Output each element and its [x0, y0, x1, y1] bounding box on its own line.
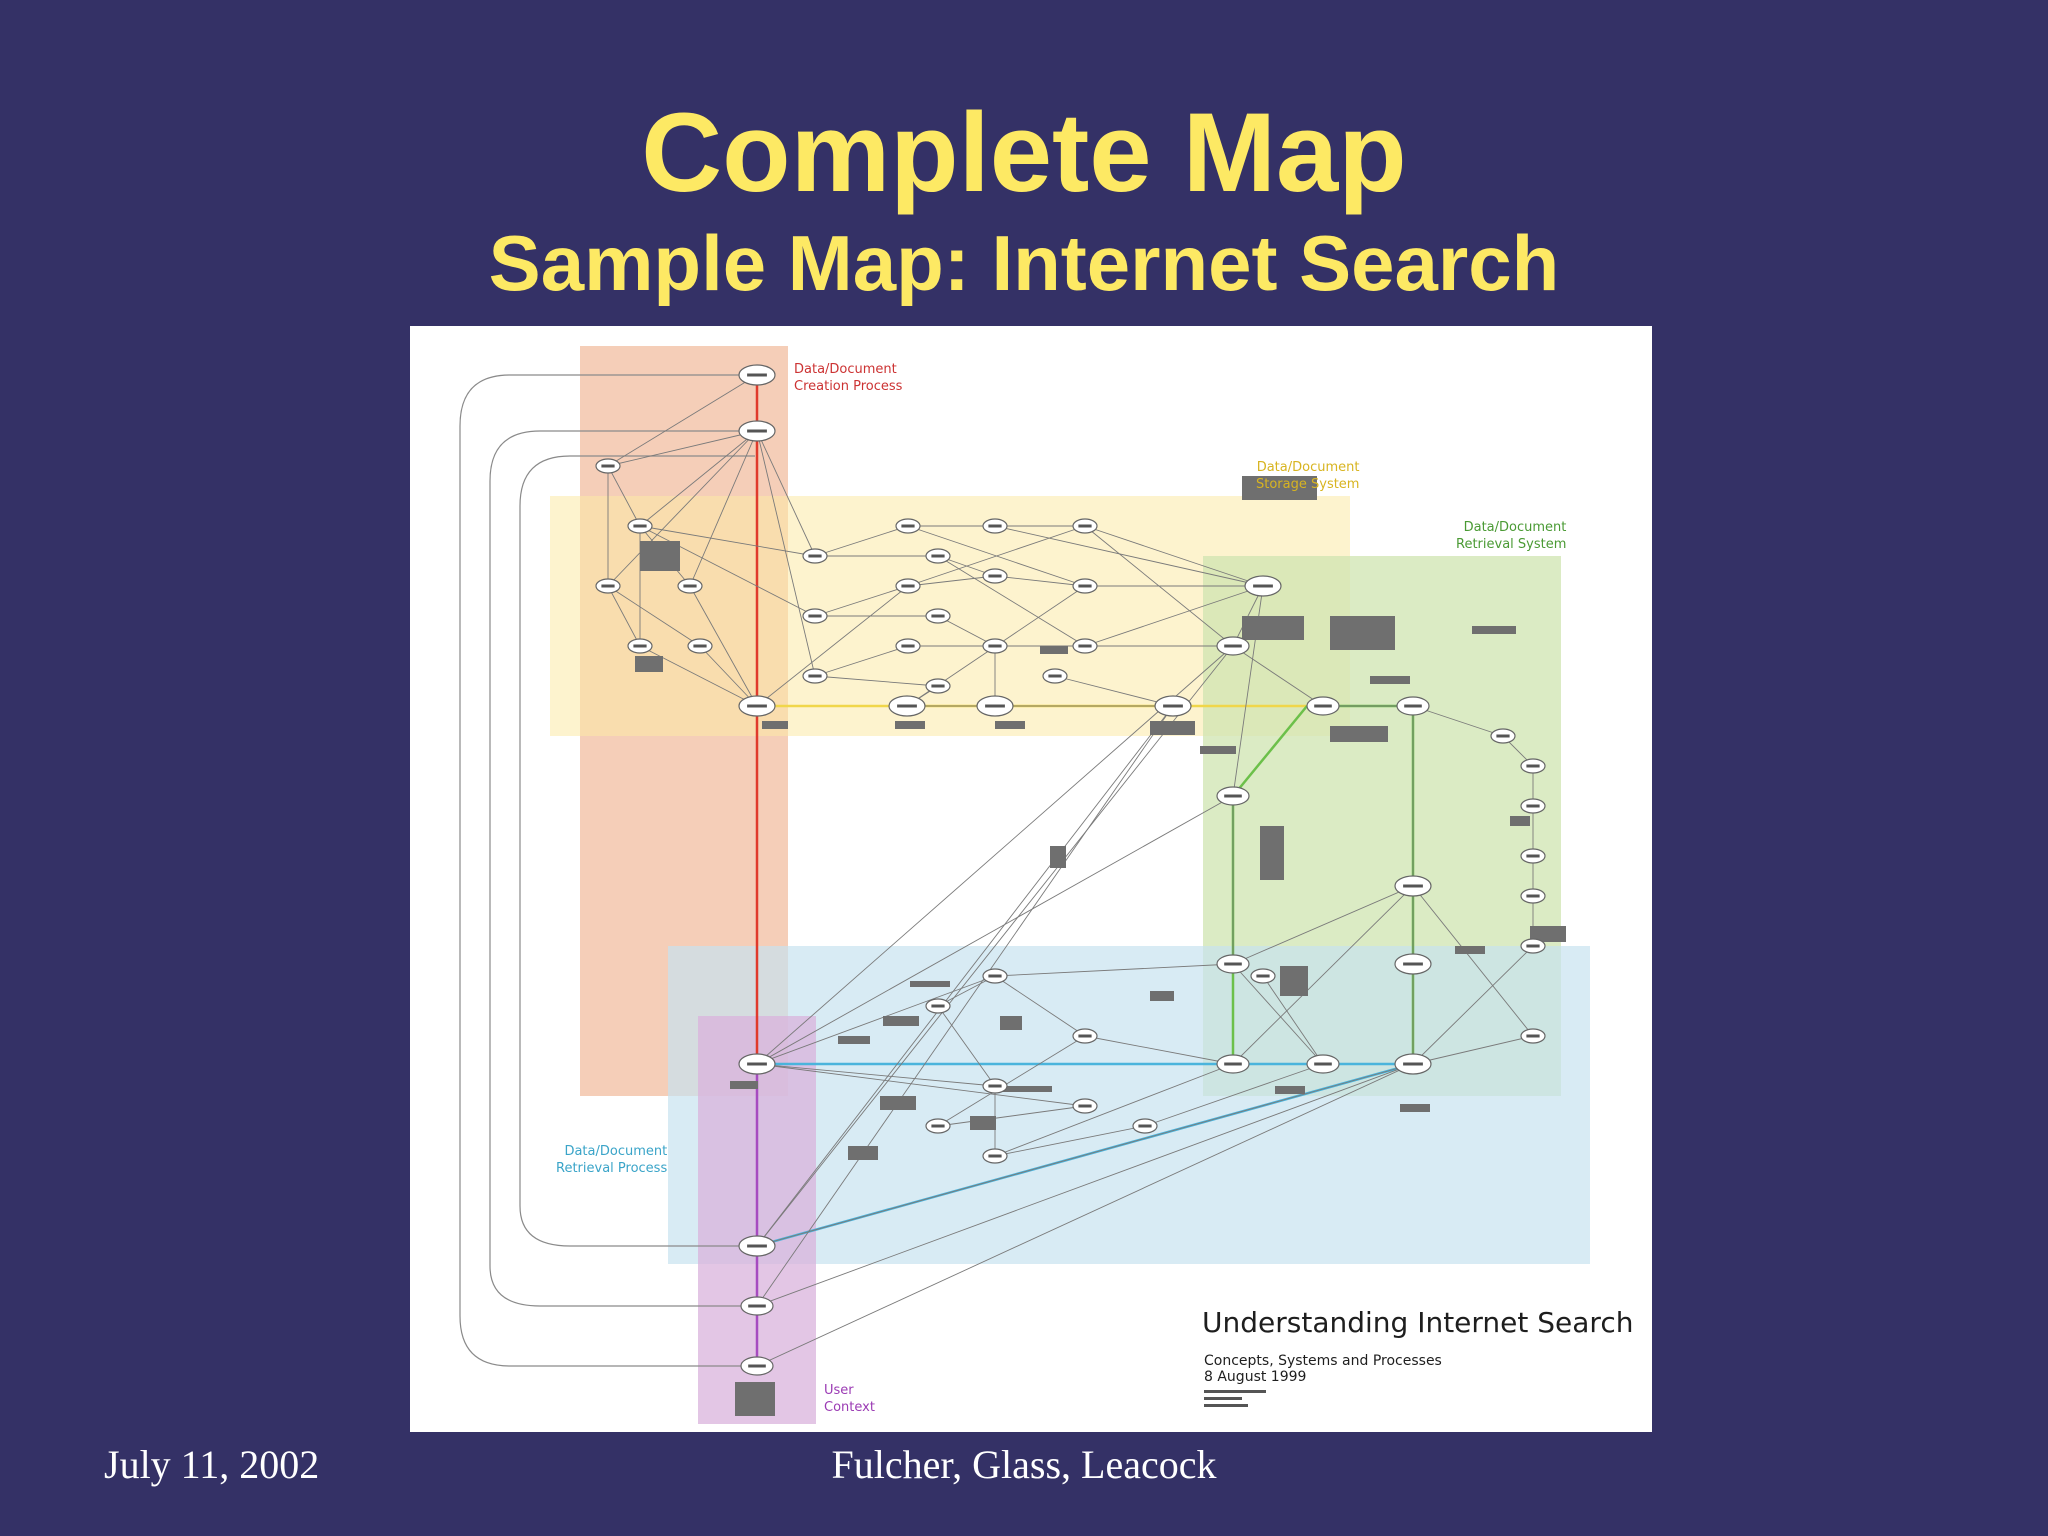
concept-node-label: [1224, 1062, 1242, 1066]
concept-node-label: [747, 704, 767, 708]
concept-node-label: [747, 1062, 767, 1066]
concept-node-label: [1496, 734, 1510, 738]
concept-node-label: [1078, 1034, 1092, 1038]
retrieval-spine-diag: [1232, 705, 1308, 797]
concept-node-label: [1078, 524, 1092, 528]
concept-node-label: [1163, 704, 1183, 708]
concept-node-label: [988, 1154, 1002, 1158]
concept-node-label: [1403, 962, 1423, 966]
concept-node-label: [901, 524, 915, 528]
slide-subtitle: Sample Map: Internet Search: [488, 219, 1560, 307]
concept-node-label: [601, 584, 615, 588]
footer-authors: Fulcher, Glass, Leacock: [831, 1442, 1217, 1487]
concept-node-label: [1078, 644, 1092, 648]
concept-node-label: [747, 1244, 767, 1248]
concept-label-blocks: [635, 476, 1566, 1416]
concept-node-label: [747, 373, 767, 377]
concept-node-label: [1314, 704, 1332, 708]
concept-node-label: [988, 1084, 1002, 1088]
concept-node-label: [1404, 704, 1422, 708]
concept-node-label: [1224, 962, 1242, 966]
concept-node-label: [1224, 794, 1242, 798]
concept-node-label: [1526, 764, 1540, 768]
concept-node-label: [808, 554, 822, 558]
concept-node-label: [1224, 644, 1242, 648]
concept-node-label: [808, 674, 822, 678]
concept-node-label: [683, 584, 697, 588]
concept-nodes: [595, 364, 1546, 1376]
footer-date: July 11, 2002: [104, 1442, 320, 1487]
concept-node-label: [1403, 884, 1423, 888]
concept-node-label: [633, 524, 647, 528]
concept-node-label: [1078, 584, 1092, 588]
concept-node-label: [1526, 854, 1540, 858]
concept-node-label: [1526, 804, 1540, 808]
feedback-loops: [459, 374, 755, 1367]
concept-node-label: [901, 584, 915, 588]
concept-node-label: [931, 1124, 945, 1128]
concept-node-label: [931, 614, 945, 618]
poster-credit-lines: [1204, 1390, 1266, 1407]
concept-node-label: [931, 1004, 945, 1008]
concept-node-label: [601, 464, 615, 468]
concept-map-image: Data/Document Creation Process Data/Docu…: [410, 326, 1652, 1432]
slide-title: Complete Map: [641, 90, 1407, 215]
concept-node-label: [1078, 1104, 1092, 1108]
poster-title: Understanding Internet Search: [1202, 1306, 1634, 1339]
concept-node-label: [1048, 674, 1062, 678]
concept-node-label: [1138, 1124, 1152, 1128]
concept-node-label: [747, 429, 767, 433]
concept-node-label: [1403, 1062, 1423, 1066]
region-label-user-context: User Context: [824, 1383, 875, 1415]
poster-date: 8 August 1999: [1204, 1369, 1307, 1385]
concept-links: [607, 374, 1534, 1367]
poster-subtitle: Concepts, Systems and Processes: [1204, 1353, 1442, 1369]
concept-node-label: [633, 644, 647, 648]
concept-node-label: [931, 684, 945, 688]
region-retrieval-process-bg: [668, 946, 1590, 1264]
concept-node-label: [985, 704, 1005, 708]
concept-node-label: [808, 614, 822, 618]
concept-node-label: [988, 974, 1002, 978]
region-label-retrieval-process: Data/Document Retrieval Process: [556, 1144, 668, 1176]
region-label-creation: Data/Document Creation Process: [794, 362, 903, 394]
concept-node-label: [988, 524, 1002, 528]
concept-node-label: [1253, 584, 1273, 588]
concept-node-label: [1526, 1034, 1540, 1038]
concept-node-label: [1526, 894, 1540, 898]
concept-node-label: [1526, 944, 1540, 948]
concept-map-drawing: [459, 346, 1590, 1424]
concept-node-label: [988, 644, 1002, 648]
concept-node-label: [748, 1364, 766, 1368]
region-label-storage: Data/Document Storage System: [1256, 460, 1360, 492]
concept-node-label: [1314, 1062, 1332, 1066]
concept-node-label: [931, 554, 945, 558]
concept-node-label: [693, 644, 707, 648]
concept-node-label: [1256, 974, 1270, 978]
concept-node-label: [988, 574, 1002, 578]
region-label-retrieval-system: Data/Document Retrieval System: [1456, 520, 1567, 552]
concept-node-label: [897, 704, 917, 708]
concept-node-label: [748, 1304, 766, 1308]
concept-node-label: [901, 644, 915, 648]
